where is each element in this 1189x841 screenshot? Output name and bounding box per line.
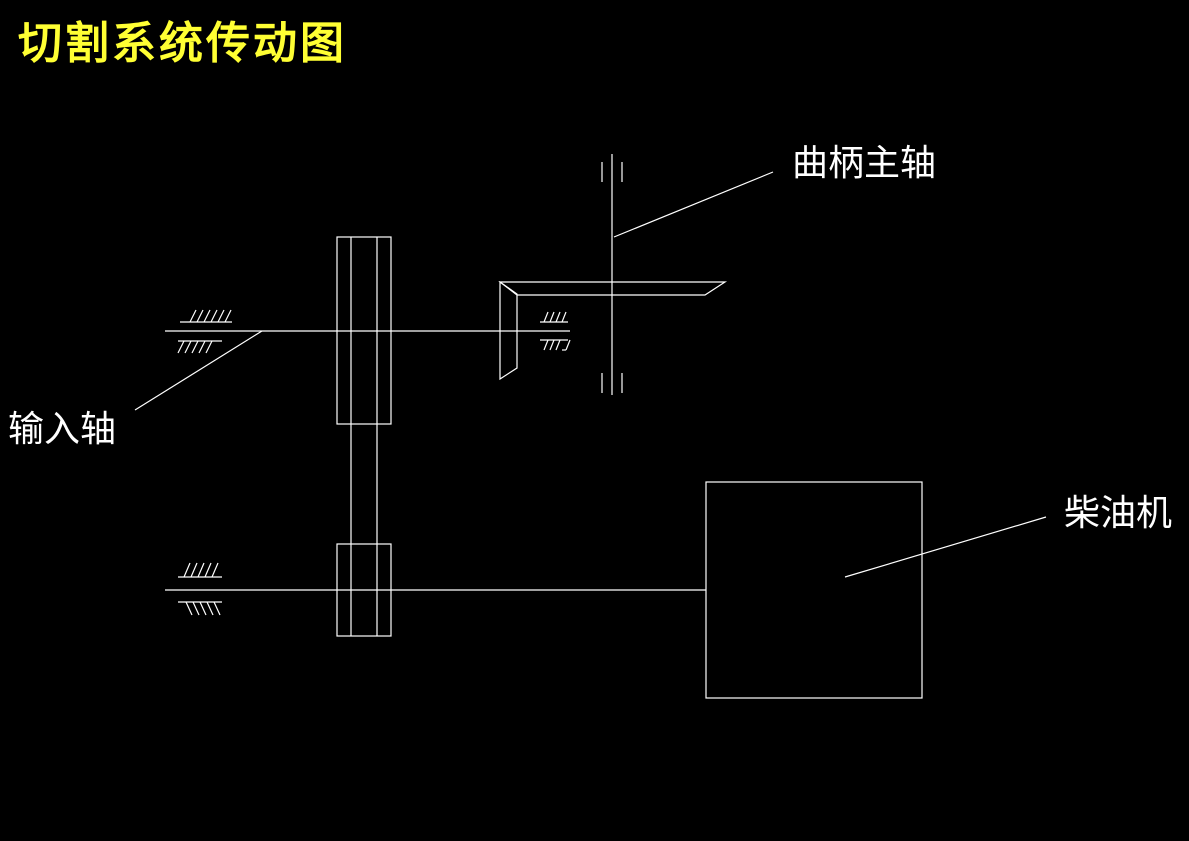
diagram-title: 切割系统传动图 [18, 18, 347, 69]
label-crank-shaft: 曲柄主轴 [792, 143, 937, 184]
diesel-engine-leader [844, 516, 1047, 578]
crank-shaft-bearing-top [601, 162, 623, 182]
belt [350, 424, 378, 544]
crank-shaft-bearing-bottom [601, 373, 623, 393]
label-input-shaft: 输入轴 [8, 409, 117, 450]
bevel-gear-horizontal [498, 281, 728, 296]
diesel-engine-box [705, 481, 923, 699]
upper-pulley [336, 236, 392, 425]
crank-shaft-leader [613, 171, 774, 238]
input-shaft-leader [134, 330, 263, 411]
input-shaft-bearing-left [177, 309, 232, 354]
label-diesel-engine: 柴油机 [1064, 493, 1173, 534]
engine-shaft-bearing [178, 562, 222, 616]
input-shaft-bearing-right [540, 311, 571, 351]
